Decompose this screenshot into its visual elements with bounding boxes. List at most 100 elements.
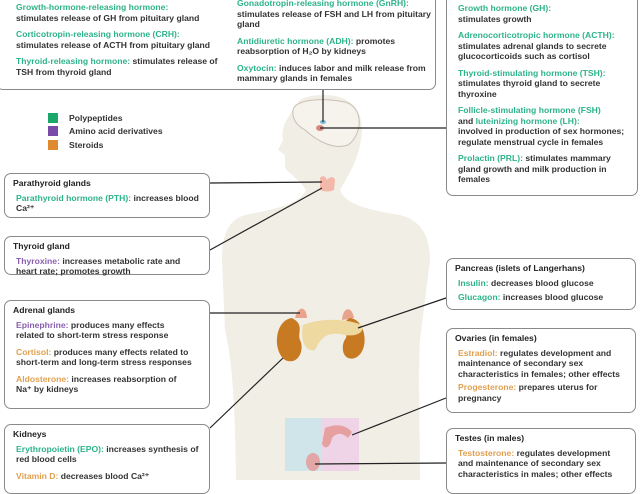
hormone-desc: produces many effects related to short-t… xyxy=(16,319,169,341)
hormone-aldosterone: Aldosterone: increases reabsorption of N… xyxy=(16,374,191,395)
conjunction: and xyxy=(458,115,474,126)
brain-icon xyxy=(292,99,360,147)
hypothalamus-left-column: Growth-hormone-releasing hormone:stimula… xyxy=(13,2,223,83)
hormone-name: Follicle-stimulating hormone (FSH) xyxy=(458,105,601,115)
legend-swatch xyxy=(48,139,58,150)
hormone-desc: induces labor and milk release from mamm… xyxy=(237,62,426,84)
adrenal-box: Adrenal glands Epinephrine: produces man… xyxy=(4,300,210,409)
hormone-testosterone: Testosterone: regulates development and … xyxy=(458,448,627,480)
hormone-desc: increases metabolic rate and heart rate;… xyxy=(16,255,181,277)
hormone-tsh: Thyroid-stimulating hormone (TSH):stimul… xyxy=(458,68,629,100)
hormone-desc: stimulates release of ACTH from pituitar… xyxy=(16,39,211,50)
thyroid-icon xyxy=(320,176,335,192)
legend-item-polypeptides: Polypeptides xyxy=(48,111,163,125)
hormone-name: Estradiol: xyxy=(458,347,498,358)
hormone-desc: stimulates thyroid gland to secrete thyr… xyxy=(458,78,601,99)
testes-box: Testes (in males) Testosterone: regulate… xyxy=(446,428,636,494)
hormone-oxytocin: Oxytocin: induces labor and milk release… xyxy=(237,63,434,84)
hormone-name: Testosterone: xyxy=(458,447,515,458)
hormone-name: Epinephrine: xyxy=(16,319,69,330)
human-body-illustration xyxy=(209,89,447,480)
legend-item-steroids: Steroids xyxy=(48,138,163,152)
hormone-desc: prepares uterus for pregnancy xyxy=(458,382,598,403)
box-title: Parathyroid glands xyxy=(13,178,91,188)
adrenal-right-icon xyxy=(342,309,354,320)
hormone-gnrh: Gonadotropin-releasing hormone (GnRH):st… xyxy=(237,0,434,30)
pancreas-icon xyxy=(302,319,363,351)
hormone-desc: increases blood glucose xyxy=(502,292,604,302)
hormone-desc: increases blood Ca²⁺ xyxy=(16,192,199,214)
hormone-desc: stimulates mammary gland growth and milk… xyxy=(458,153,611,184)
hormone-name: Parathyroid hormone (PTH): xyxy=(16,192,132,203)
hormone-name: Thyroid-stimulating hormone (TSH): xyxy=(458,67,606,78)
hormone-thyroxine: Thyroxine: increases metabolic rate and … xyxy=(16,256,186,277)
legend-item-amino: Amino acid derivatives xyxy=(48,125,163,139)
hormone-insulin: Insulin: decreases blood glucose xyxy=(458,278,627,289)
hormone-desc: stimulates adrenal glands to secrete glu… xyxy=(458,40,607,62)
hormone-name: Insulin: xyxy=(458,277,489,288)
legend-label: Steroids xyxy=(69,139,104,150)
thyroid-box: Thyroid gland Thyroxine: increases metab… xyxy=(4,236,210,277)
body-silhouette xyxy=(222,95,430,480)
hormone-desc: increases synthesis of red blood cells xyxy=(16,443,199,465)
hormone-desc: regulates development and maintenance of… xyxy=(458,447,613,479)
hormone-desc: produces many effects related to short-t… xyxy=(16,346,192,368)
kidneys-box: Kidneys Erythropoietin (EPO): increases … xyxy=(4,424,210,494)
hypothalamus-box: Growth-hormone-releasing hormone:stimula… xyxy=(0,0,436,90)
legend-label: Amino acid derivatives xyxy=(69,126,163,136)
hormone-desc: decreases blood Ca²⁺ xyxy=(60,470,150,481)
adrenal-left-icon xyxy=(295,308,307,318)
hormone-name: Aldosterone: xyxy=(16,373,69,384)
hormone-pth: Parathyroid hormone (PTH): increases blo… xyxy=(16,193,201,214)
testes-icon xyxy=(306,453,320,471)
box-title: Ovaries (in females) xyxy=(455,333,537,343)
legend: Polypeptides Amino acid derivatives Ster… xyxy=(48,111,163,152)
ovaries-icon xyxy=(322,425,352,448)
hormone-name: Glucagon: xyxy=(458,292,501,302)
hypothalamus-right-column: Gonadotropin-releasing hormone (GnRH):st… xyxy=(234,0,434,90)
hormone-name: Oxytocin: xyxy=(237,62,277,73)
hormone-name: Thyroxine: xyxy=(16,255,60,266)
legend-label: Polypeptides xyxy=(69,112,123,123)
hormone-desc: decreases blood glucose xyxy=(490,277,594,288)
hormone-desc: stimulates release of TSH from thyroid g… xyxy=(16,56,218,77)
hormone-name: Erythropoietin (EPO): xyxy=(16,443,104,454)
hormone-fsh-lh: Follicle-stimulating hormone (FSH)and lu… xyxy=(458,105,629,147)
hormone-name: Growth-hormone-releasing hormone: xyxy=(16,2,169,12)
hormone-epinephrine: Epinephrine: produces many effects relat… xyxy=(16,320,186,341)
parathyroid-box: Parathyroid glands Parathyroid hormone (… xyxy=(4,173,210,218)
legend-swatch xyxy=(48,126,58,137)
hormone-acth: Adrenocorticotropic hormone (ACTH):stimu… xyxy=(458,30,629,62)
box-title: Testes (in males) xyxy=(455,433,525,443)
hormone-desc: stimulates growth xyxy=(458,13,532,24)
hormone-epo: Erythropoietin (EPO): increases synthesi… xyxy=(16,444,201,465)
hormone-desc: involved in production of sex hormones; … xyxy=(458,126,625,147)
hormone-glucagon: Glucagon: increases blood glucose xyxy=(458,292,627,303)
hormone-desc: increases reabsorption of Na⁺ by kidneys xyxy=(16,373,177,395)
hormone-estradiol: Estradiol: regulates development and mai… xyxy=(458,348,627,380)
box-title: Thyroid gland xyxy=(13,241,70,251)
hormone-name: luteinizing hormone (LH): xyxy=(475,115,580,126)
hormone-desc: stimulates release of GH from pituitary … xyxy=(16,12,200,23)
hormone-name: Vitamin D: xyxy=(16,470,59,481)
hormone-vitamin-d: Vitamin D: decreases blood Ca²⁺ xyxy=(16,471,201,482)
legend-swatch xyxy=(48,112,58,123)
hormone-ghrh: Growth-hormone-releasing hormone:stimula… xyxy=(16,2,223,23)
hormone-name: Gonadotropin-releasing hormone (GnRH): xyxy=(237,0,409,8)
hormone-desc: promotes reabsorption of H₂O by kidneys xyxy=(237,35,396,57)
box-title: Adrenal glands xyxy=(13,305,76,315)
ovaries-box: Ovaries (in females) Estradiol: regulate… xyxy=(446,328,636,413)
hormone-adh: Antidiuretic hormone (ADH): promotes rea… xyxy=(237,36,434,57)
box-title: Kidneys xyxy=(13,429,47,439)
kidney-left-icon xyxy=(276,318,302,362)
hormone-name: Prolactin (PRL): xyxy=(458,153,523,163)
hormone-crh: Corticotropin-releasing hormone (CRH):st… xyxy=(16,29,223,50)
hormone-prl: Prolactin (PRL): stimulates mammary glan… xyxy=(458,153,629,185)
hormone-name: Antidiuretic hormone (ADH): xyxy=(237,35,354,46)
pituitary-box: Growth hormone (GH):stimulates growth Ad… xyxy=(446,0,638,196)
hormone-name: Corticotropin-releasing hormone (CRH): xyxy=(16,29,180,39)
hormone-progesterone: Progesterone: prepares uterus for pregna… xyxy=(458,382,627,403)
hormone-name: Growth hormone (GH): xyxy=(458,3,552,13)
hormone-name: Thyroid-releasing hormone: xyxy=(16,56,131,66)
leader-lines xyxy=(209,89,447,465)
